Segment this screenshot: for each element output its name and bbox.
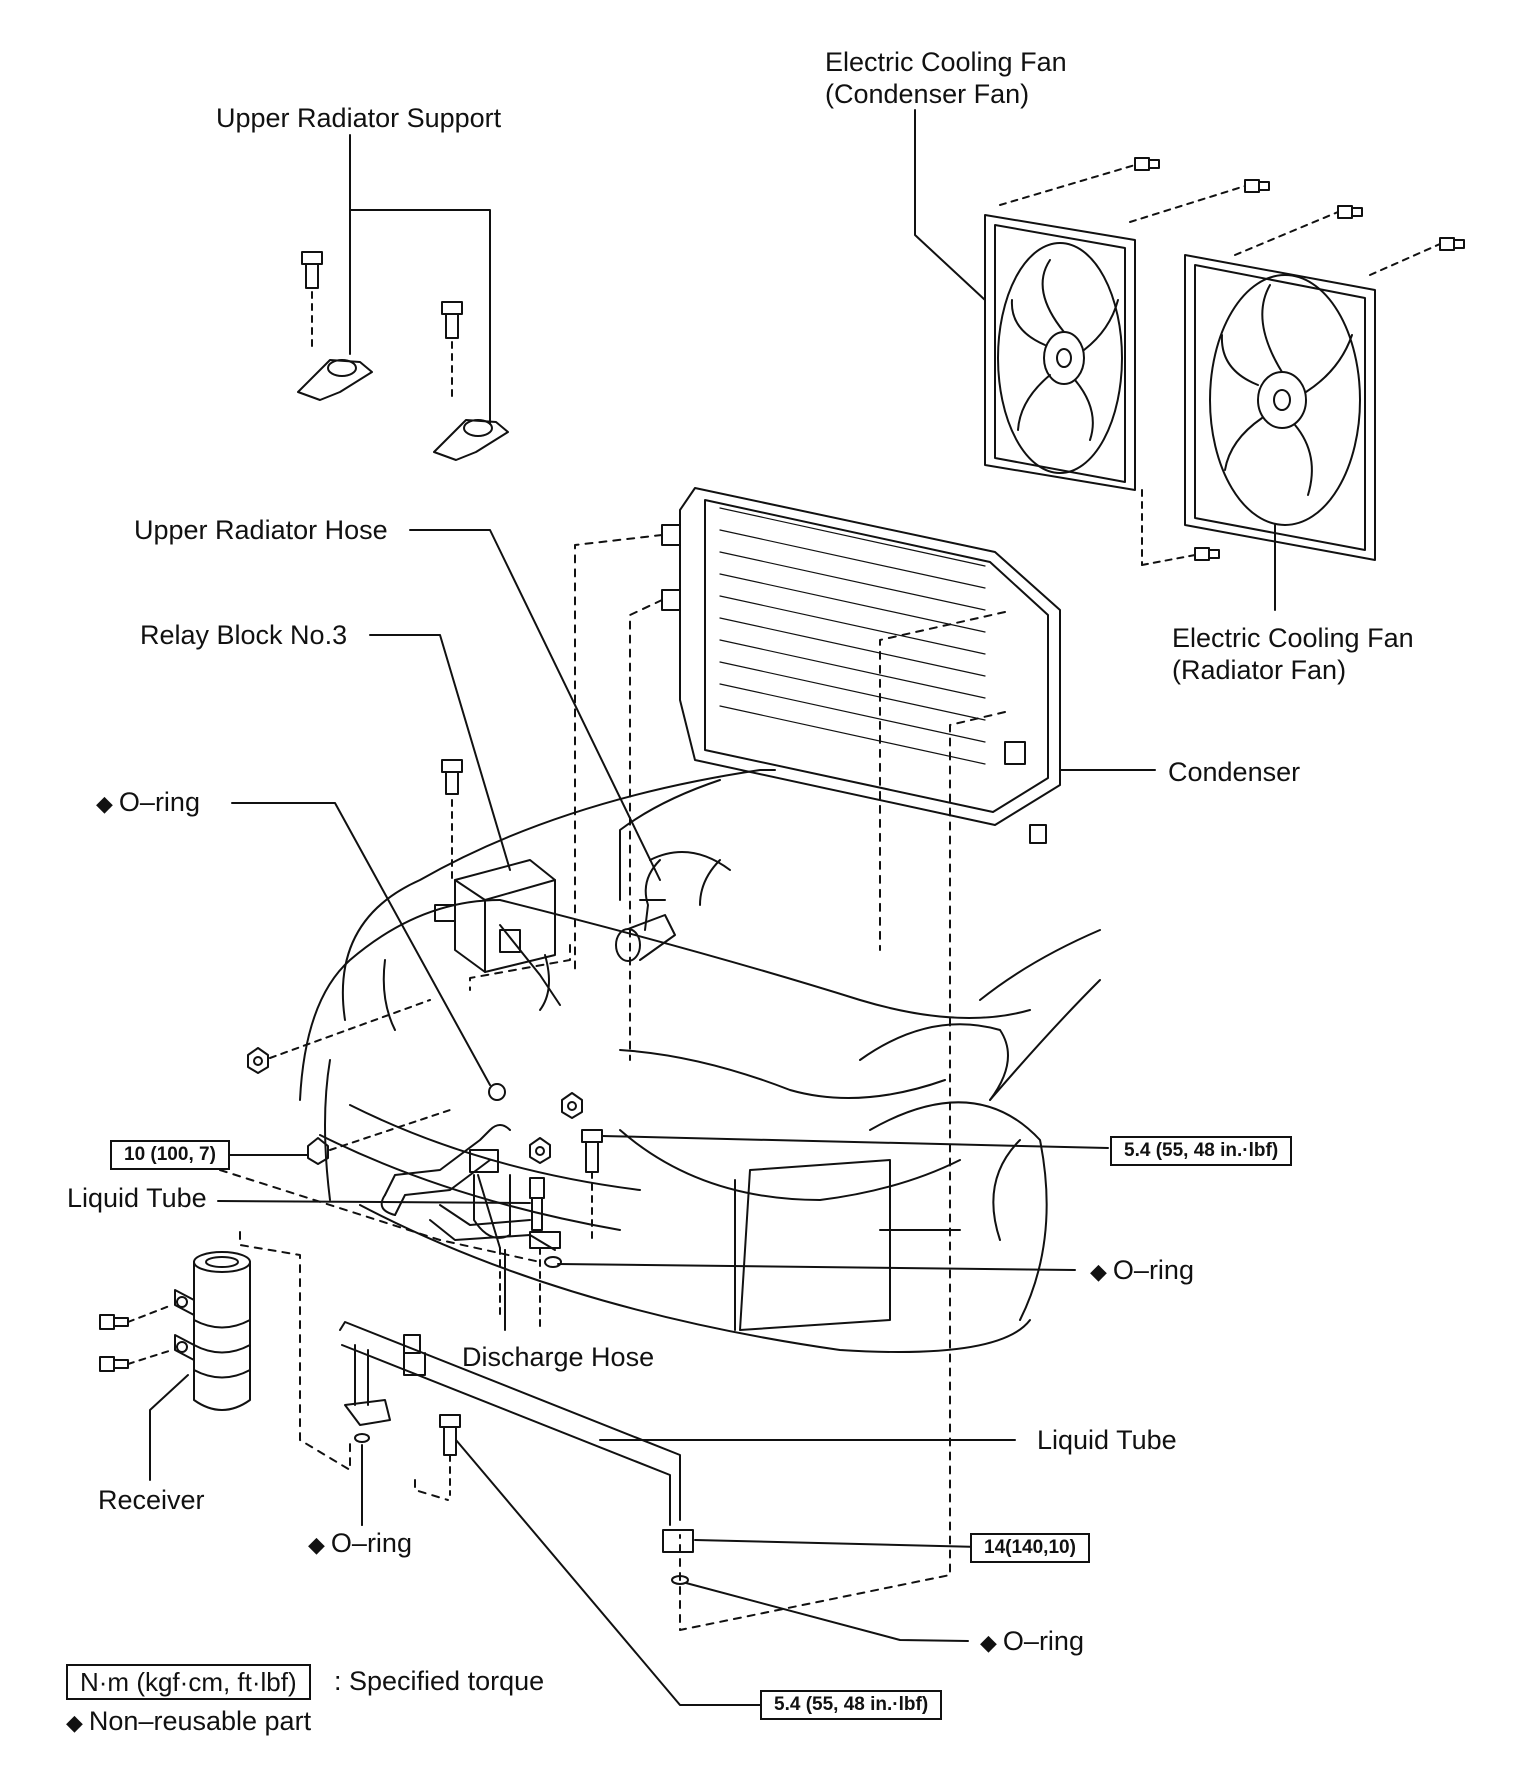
alignment-lines <box>469 534 1006 1631</box>
torque-14-140-10: 14(140,10) <box>970 1533 1090 1563</box>
label-receiver: Receiver <box>98 1485 205 1515</box>
label-o-ring-2: ◆O–ring <box>1090 1255 1194 1287</box>
label-discharge-hose: Discharge Hose <box>462 1342 655 1372</box>
legend-unit-box: N·m (kgf·cm, ft·lbf) <box>66 1664 311 1700</box>
diamond-icon: ◆ <box>66 1710 83 1735</box>
label-o-ring-3: ◆O–ring <box>308 1528 412 1560</box>
car-body-drawing <box>299 769 1101 1353</box>
radiator-fan-drawing <box>1184 205 1465 611</box>
relay-block-drawing <box>369 634 556 973</box>
label-liquid-tube-lower: Liquid Tube <box>1037 1425 1177 1455</box>
label-o-ring-4: ◆O–ring <box>980 1626 1084 1658</box>
o-ring-text: O–ring <box>1002 1626 1084 1656</box>
torque-5-4-lower: 5.4 (55, 48 in.·lbf) <box>760 1690 943 1720</box>
label-cooling-fan-condenser-1: Electric Cooling Fan <box>825 47 1067 77</box>
diamond-icon: ◆ <box>980 1630 997 1655</box>
label-cooling-fan-condenser-2: (Condenser Fan) <box>825 79 1030 109</box>
upper-radiator-support-drawing <box>297 134 509 461</box>
o-ring-part-1 <box>488 1083 506 1101</box>
torque-10-100-7: 10 (100, 7) <box>110 1140 230 1170</box>
diamond-icon: ◆ <box>308 1532 325 1557</box>
label-liquid-tube-upper: Liquid Tube <box>67 1183 207 1213</box>
label-upper-radiator-hose: Upper Radiator Hose <box>134 515 388 545</box>
condenser-fan-drawing <box>914 109 1270 566</box>
nuts-drawing <box>209 999 583 1165</box>
label-o-ring-1: ◆O–ring <box>96 787 200 819</box>
liquid-tube-upper-drawing <box>217 1124 1076 1331</box>
torque-5-4-upper: 5.4 (55, 48 in.·lbf) <box>1110 1136 1293 1166</box>
diamond-icon: ◆ <box>1090 1259 1107 1284</box>
diamond-icon: ◆ <box>96 791 113 816</box>
legend-nonreusable-text: Non–reusable part <box>88 1706 312 1736</box>
o-ring-text: O–ring <box>330 1528 412 1558</box>
label-upper-radiator-support: Upper Radiator Support <box>216 103 502 133</box>
bolt-center <box>581 1129 1109 1241</box>
label-cooling-fan-radiator-2: (Radiator Fan) <box>1172 655 1347 685</box>
upper-radiator-hose-drawing <box>409 529 721 962</box>
receiver-drawing <box>99 1251 251 1481</box>
receiver-dashes <box>219 1169 541 1501</box>
condenser-drawing <box>661 487 1156 844</box>
legend-unit-desc: : Specified torque <box>334 1666 545 1696</box>
o-ring-text: O–ring <box>118 787 200 817</box>
liquid-tube-lower-drawing <box>339 1321 1016 1706</box>
o-ring-text: O–ring <box>1112 1255 1194 1285</box>
legend-nonreusable: ◆Non–reusable part <box>66 1706 311 1738</box>
label-condenser: Condenser <box>1168 757 1301 787</box>
o-ring-leader-1 <box>231 802 491 1086</box>
label-cooling-fan-radiator-1: Electric Cooling Fan <box>1172 623 1414 653</box>
label-relay-block: Relay Block No.3 <box>140 620 348 650</box>
